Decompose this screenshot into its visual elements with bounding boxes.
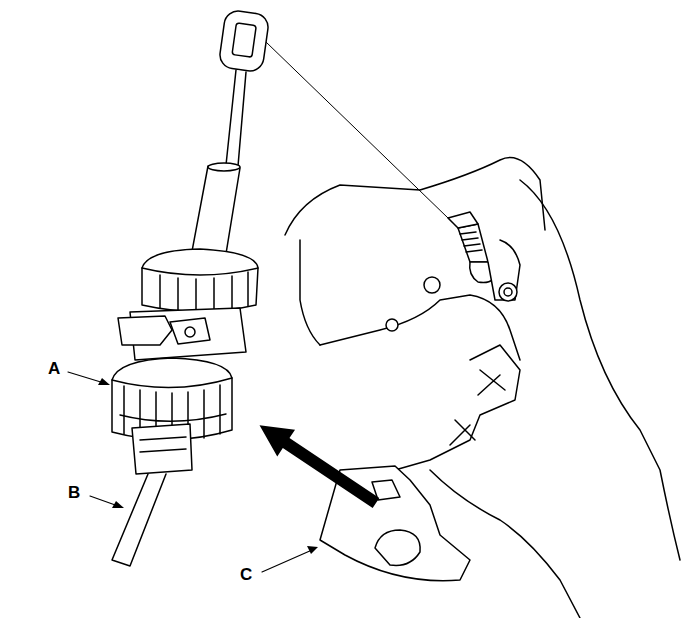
- callout-letter: A: [48, 360, 60, 377]
- callout-letter: B: [68, 484, 80, 501]
- callout-letter: C: [240, 566, 252, 583]
